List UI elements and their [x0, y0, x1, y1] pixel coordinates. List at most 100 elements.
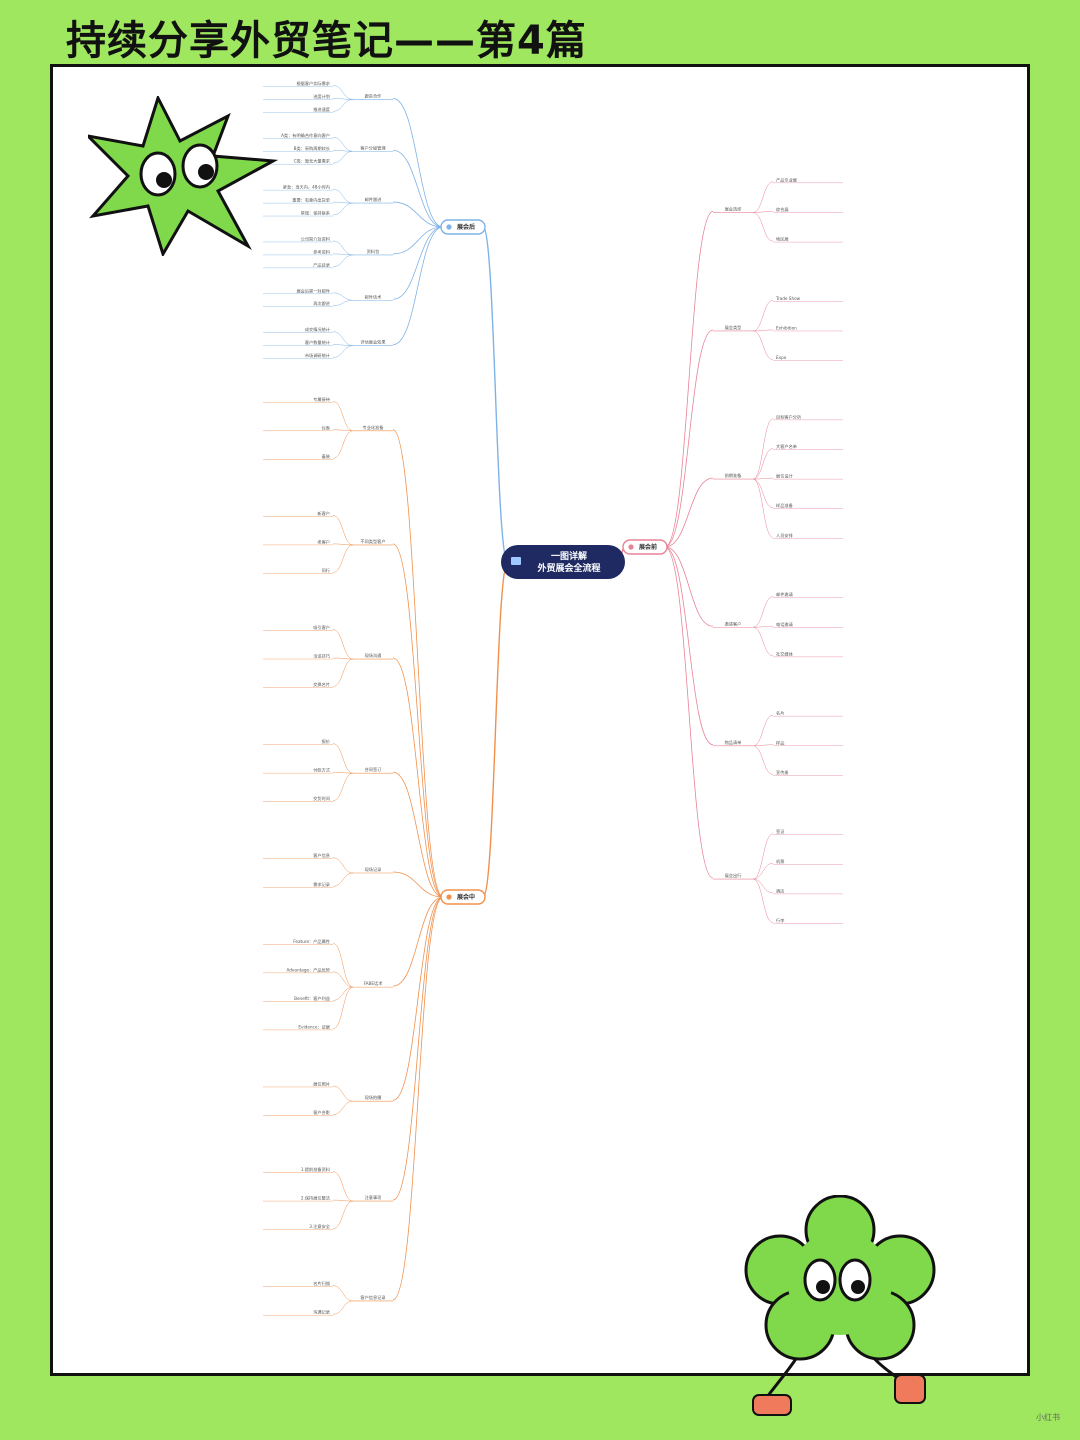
leaf-label: 名片扫描 — [313, 1280, 330, 1287]
leaf-label: 重要：有意向出货单 — [292, 197, 330, 204]
page-title: 持续分享外贸笔记——第4篇 — [66, 18, 587, 64]
mindmap-link — [752, 478, 774, 538]
mindmap-link — [332, 1100, 354, 1115]
mindmap-link — [664, 211, 714, 548]
mindmap-link — [332, 857, 354, 874]
mindmap-link — [332, 202, 354, 216]
leaf-label: A类：有明确合作意向客户 — [281, 132, 330, 139]
mindmap-link — [664, 546, 714, 746]
group-label: 现场沟通 — [365, 652, 383, 659]
mindmap-link — [332, 544, 354, 573]
leaf-label: 酒店 — [776, 887, 784, 894]
leaf-label: 着装 — [322, 453, 331, 460]
leaf-label: 客户数量统计 — [305, 339, 330, 346]
mindmap-link — [332, 1171, 354, 1202]
group-label: 专业化准备 — [363, 424, 385, 431]
mindmap-link — [392, 226, 444, 255]
leaf-label: 老客户 — [317, 538, 330, 545]
leaf-label: 行李 — [776, 917, 785, 924]
leaf-label: 公司简介及资料 — [301, 235, 331, 242]
leaf-label: Exhibition — [776, 325, 797, 330]
mindmap-link — [392, 429, 444, 898]
leaf-label: 目标客户分析 — [776, 413, 801, 420]
main-branch-label: 展会中 — [457, 893, 475, 901]
main-branch-node — [440, 219, 486, 235]
leaf-label: 报价 — [322, 738, 331, 745]
mindmap-link — [752, 329, 774, 332]
mindmap-link — [752, 745, 774, 775]
leaf-label: 产品专业展 — [776, 176, 798, 183]
mindmap-link — [332, 99, 354, 112]
mindmap-link — [752, 863, 774, 880]
mindmap-canvas: 跟进合作根据客户实际需求进度计划推进速度客户分级管理A类：有明确合作意向客户B类… — [263, 80, 843, 1316]
leaf-label: 产品目录 — [313, 261, 330, 268]
mindmap-link — [332, 657, 354, 660]
leaf-label: C类：暂无大量需求 — [294, 158, 331, 165]
leaf-label: 2.保持展位整洁 — [301, 1195, 330, 1202]
leaf-label: 社交媒体 — [776, 650, 794, 657]
mindmap-link — [332, 1285, 354, 1302]
mindmap-link — [332, 240, 354, 256]
mindmap-link — [752, 833, 774, 880]
mindmap-link — [332, 254, 354, 268]
group-label: 展会出行 — [725, 872, 742, 879]
mindmap-link — [392, 543, 444, 898]
mindmap-link — [392, 98, 444, 228]
leaf-label: 展位设计 — [776, 473, 793, 480]
mindmap-link — [332, 986, 354, 1001]
root-label-line2: 外贸展会全流程 — [536, 562, 600, 574]
group-label: 邮件话术 — [365, 293, 383, 300]
leaf-label: 付款方式 — [313, 767, 331, 774]
mindmap-link — [664, 546, 714, 627]
leaf-label: 邮件邀请 — [776, 591, 793, 598]
leaf-label: 专属接待 — [313, 396, 331, 403]
leaf-label: Trade Show — [775, 296, 801, 301]
leaf-label: Evidence：证据 — [298, 1023, 330, 1030]
mindmap-link — [392, 896, 444, 987]
group-label: 现场拍摄 — [365, 1094, 383, 1101]
mindmap-link — [392, 149, 444, 228]
leaf-label: 交换名片 — [313, 681, 330, 688]
leaf-label: 紧急：当天内，48小时内 — [283, 184, 330, 191]
mindmap-link — [332, 253, 354, 256]
mindmap-link — [752, 181, 774, 213]
leaf-label: 仪表 — [322, 424, 331, 431]
leaf-label: 3.注意安全 — [309, 1223, 331, 1230]
group-label: 评估展会效果 — [360, 339, 386, 346]
main-branch-label: 展会后 — [457, 223, 475, 231]
leaf-label: 客户信息 — [313, 852, 330, 859]
leaf-label: 电话邀请 — [776, 621, 793, 628]
leaf-label: Feature：产品属性 — [293, 938, 330, 945]
leaf-label: 展会后第一封邮件 — [296, 287, 330, 294]
mindmap-link — [332, 188, 354, 204]
star-mascot-icon — [88, 96, 278, 256]
leaf-label: 样品 — [776, 739, 784, 746]
leaf-label: 地区展 — [776, 236, 789, 243]
leaf-label: 洽谈技巧 — [313, 653, 330, 660]
watermark: 小红书 — [1036, 1413, 1060, 1422]
leaf-label: B类：采购周期较长 — [294, 145, 331, 152]
monitor-icon — [511, 557, 521, 565]
group-label: 展会类型 — [725, 324, 742, 331]
leaf-label: 综合展 — [776, 206, 789, 213]
mindmap-link — [752, 477, 774, 480]
mindmap-link — [392, 771, 444, 898]
mindmap-link — [332, 629, 354, 660]
mindmap-link — [752, 418, 774, 480]
group-label: 跟进合作 — [365, 92, 383, 99]
group-label: 邀请客户 — [725, 620, 742, 627]
mindmap-link — [752, 448, 774, 480]
mindmap-link — [392, 896, 444, 1301]
leaf-label: Benefit：客户利益 — [294, 995, 330, 1002]
leaf-label: Expo — [776, 355, 787, 360]
mindmap-link — [332, 1199, 354, 1202]
leaf-label: 沟通记录 — [313, 1309, 330, 1316]
group-label: 注意事项 — [365, 1194, 383, 1201]
leaf-label: 市场调研统计 — [305, 352, 330, 359]
mindmap-link — [332, 85, 354, 100]
mindmap-link — [332, 98, 354, 100]
group-label: 客户分级管理 — [360, 144, 386, 151]
mindmap-link — [332, 345, 354, 358]
leaf-label: 参考资料 — [313, 248, 331, 255]
